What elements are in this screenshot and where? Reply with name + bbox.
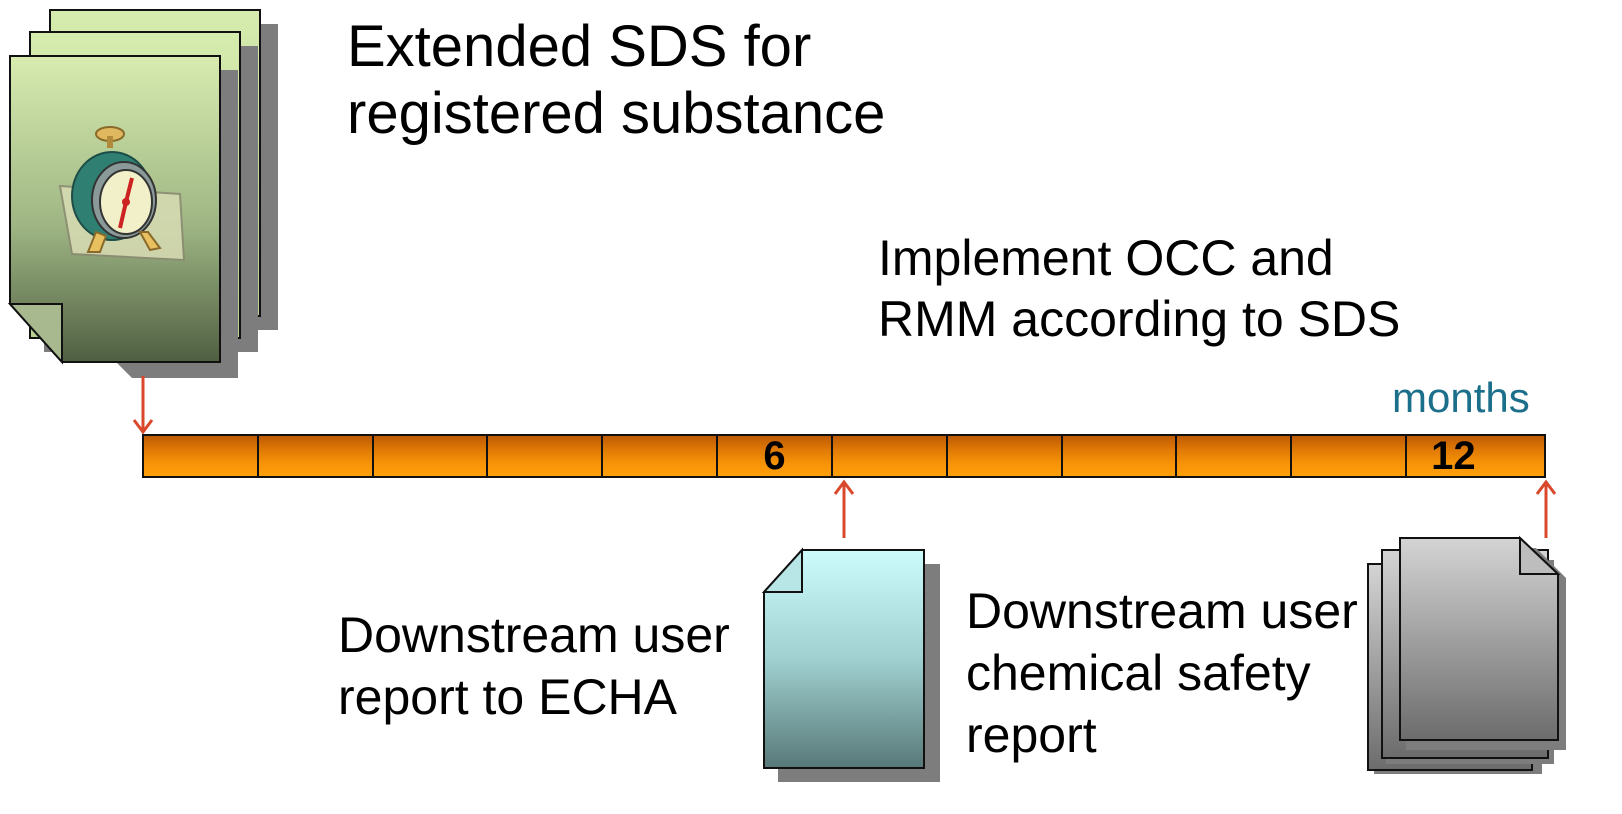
timeline-segment <box>144 436 259 476</box>
timeline-segment <box>259 436 374 476</box>
csr-text: Downstream user chemical safety report <box>966 580 1358 766</box>
csr-line-2: chemical safety <box>966 645 1311 701</box>
timeline-segment <box>488 436 604 476</box>
timeline-segment <box>374 436 489 476</box>
timeline-segment <box>1177 436 1293 476</box>
timeline-segment <box>833 436 948 476</box>
title-text: Extended SDS for registered substance <box>347 14 885 147</box>
csr-line-3: report <box>966 707 1097 763</box>
echa-document-icon <box>760 546 944 786</box>
csr-document-stack-icon <box>1362 534 1568 778</box>
echa-report-text: Downstream user report to ECHA <box>338 604 730 728</box>
timeline-bar: 6 12 <box>142 434 1546 478</box>
timeline-segment <box>948 436 1063 476</box>
implement-line-1: Implement OCC and <box>878 230 1334 286</box>
echa-line-1: Downstream user <box>338 607 730 663</box>
months-label: months <box>1392 374 1530 421</box>
arrow-up-month-12-icon <box>1535 479 1557 538</box>
arrow-down-icon <box>132 376 154 436</box>
alarm-clock-icon <box>52 126 192 268</box>
timeline-segment <box>603 436 719 476</box>
timeline-segment: 6 <box>718 434 833 478</box>
timeline-segment <box>1292 436 1408 476</box>
timeline-segment: 12 <box>1431 433 1476 478</box>
implement-text: Implement OCC and RMM according to SDS <box>878 228 1400 350</box>
title-line-2: registered substance <box>347 80 886 146</box>
echa-line-2: report to ECHA <box>338 669 678 725</box>
implement-line-2: RMM according to SDS <box>878 291 1401 347</box>
timeline-segment <box>1063 436 1178 476</box>
csr-line-1: Downstream user <box>966 583 1358 639</box>
arrow-up-month-6-icon <box>833 479 855 538</box>
title-line-1: Extended SDS for <box>347 14 812 79</box>
